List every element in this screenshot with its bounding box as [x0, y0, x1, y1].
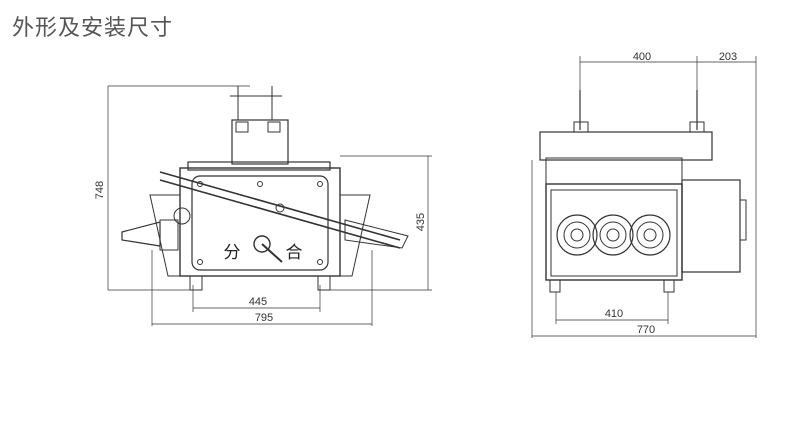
dim-height-748: 748: [94, 181, 106, 199]
front-view: [531, 56, 757, 338]
dim-bottom-770: 770: [637, 324, 655, 336]
page-title: 外形及安装尺寸: [12, 16, 174, 41]
label-open: 分: [224, 243, 241, 263]
label-close: 合: [286, 243, 303, 263]
dim-width-795: 795: [255, 312, 273, 324]
dim-bottom-410: 410: [605, 308, 623, 320]
dim-top-203: 203: [719, 51, 737, 63]
dim-top-400: 400: [633, 51, 651, 63]
dim-width-445: 445: [249, 296, 267, 308]
side-view: [107, 85, 432, 326]
dim-height-435: 435: [415, 213, 427, 231]
